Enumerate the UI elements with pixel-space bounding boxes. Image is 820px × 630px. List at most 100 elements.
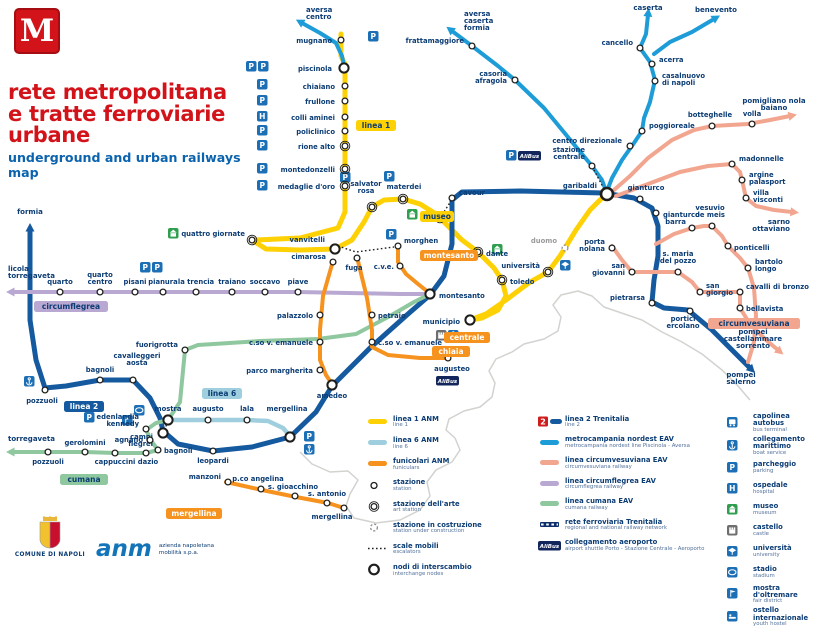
line-label-centrale: centrale [444, 332, 490, 343]
legend-symbol [538, 454, 565, 473]
boat-icon [727, 439, 738, 451]
legend-label: rete ferroviaria Trenitalia [565, 517, 663, 526]
destination-label-torregaveta: torregaveta [8, 435, 55, 443]
legend-symbol [366, 540, 393, 559]
legend-symbol-stadium [727, 566, 738, 578]
legend-symbol [366, 561, 393, 580]
museum-icon [492, 244, 503, 255]
parking-icon: P [257, 79, 268, 90]
svg-text:bellavista: bellavista [746, 305, 784, 313]
legend-sublabel: circumvesuviana railway [565, 463, 632, 470]
svg-text:c.so v. emanuele: c.so v. emanuele [378, 339, 442, 347]
legend-symbol [366, 477, 393, 496]
line-circumvesuviana-sarno [614, 162, 794, 214]
fair-icon [122, 415, 133, 426]
legend-symbol [726, 543, 753, 562]
station-soccavo: soccavo [250, 278, 281, 296]
legend-symbol: P [726, 459, 753, 478]
legend-symbol-station [370, 481, 378, 489]
svg-text:montesanto: montesanto [424, 251, 475, 260]
legend-sublabel: parking [753, 467, 774, 474]
svg-text:università: università [501, 262, 540, 270]
svg-text:P: P [343, 173, 349, 182]
station-pisani: pisani [124, 278, 147, 296]
legend-sublabel: cumana railway [565, 504, 608, 511]
station-s-antonio: s. antonio [308, 490, 347, 507]
station-pozzuoli: pozzuoli [26, 386, 58, 405]
direction-arrow [790, 207, 799, 217]
legend-symbol [538, 516, 565, 535]
legend-sublabel: line 2 [565, 422, 580, 429]
line-circumvesuviana-baiano [612, 114, 792, 192]
svg-text:agnano: agnano [115, 436, 144, 444]
svg-text:pozzuoli: pozzuoli [26, 397, 58, 405]
svg-text:H: H [729, 484, 735, 493]
svg-text:circumvesuviana: circumvesuviana [718, 319, 789, 328]
svg-text:2: 2 [540, 417, 546, 426]
station-amedeo: amedeo [317, 379, 348, 400]
svg-text:frullone: frullone [305, 98, 335, 106]
station-mostra: mostra [155, 405, 182, 426]
station-c-so-v-emanuele: c.so v. emanuele [368, 338, 442, 347]
svg-text:s. antonio: s. antonio [308, 490, 347, 498]
station-morghen: morghen [394, 237, 438, 250]
legend-sublabel: hospital [753, 488, 775, 495]
svg-text:AliBus: AliBus [437, 379, 458, 385]
svg-text:P: P [260, 80, 266, 89]
hostel-icon [727, 611, 738, 622]
line-label-montesanto: montesanto [420, 250, 478, 261]
legend-symbol-hostel [727, 611, 738, 622]
legend-symbol [726, 585, 753, 604]
escalator-link [337, 245, 395, 253]
legend-sublabel: metrocampania nordest line Piscinola - A… [565, 442, 690, 449]
svg-text:municipio: municipio [423, 318, 461, 326]
svg-text:mergellina: mergellina [171, 509, 216, 518]
station-pietrarsa: pietrarsa [610, 294, 656, 307]
legend-label: ostello internazionale [753, 606, 809, 622]
anm-logo: anm [96, 536, 152, 562]
svg-text:vanvitelli: vanvitelli [290, 236, 325, 244]
svg-text:piave: piave [288, 278, 309, 286]
station-quarto: quarto [47, 278, 73, 296]
station-cancello: cancello [602, 39, 644, 52]
station-toledo: toledo [496, 274, 535, 286]
station-policlinico: policlinico [296, 127, 349, 136]
svg-text:s. gioacchino: s. gioacchino [268, 483, 319, 491]
station-volla: volla [743, 110, 762, 128]
legend-sublabel: escalators [393, 549, 421, 556]
station-leopardi: leopardi [197, 447, 229, 465]
svg-text:gianturco: gianturco [628, 184, 665, 192]
svg-text:botteghelle: botteghelle [688, 111, 733, 119]
svg-text:garibaldi: garibaldi [563, 182, 597, 190]
legend-symbol: 2 [538, 413, 565, 432]
line-label-linea-6: linea 6 [202, 388, 242, 399]
legend-sublabel: youth hostel [753, 621, 787, 628]
svg-text:P: P [261, 62, 267, 71]
legend-symbol-swatch [368, 461, 387, 467]
station-frullone: frullone [305, 97, 349, 106]
station-poggioreale: poggioreale [638, 122, 695, 135]
svg-text:morghen: morghen [404, 237, 438, 245]
svg-text:chiaia: chiaia [438, 347, 463, 356]
legend-symbol-alibus: AliBus [538, 540, 561, 551]
svg-text:augusto: augusto [192, 405, 223, 413]
svg-text:madonnelle: madonnelle [739, 155, 784, 163]
